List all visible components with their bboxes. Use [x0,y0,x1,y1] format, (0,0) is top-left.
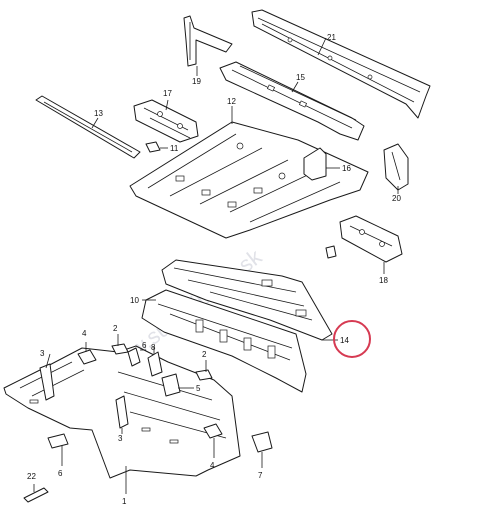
callout-1[interactable]: 1 [122,497,127,506]
callout-14[interactable]: 14 [340,336,349,345]
part-19-bracket[interactable] [183,15,233,67]
callout-18[interactable]: 18 [379,276,388,285]
callout-19[interactable]: 19 [192,77,201,86]
callout-12[interactable]: 12 [227,97,236,106]
part-20-side-panel[interactable] [383,143,409,191]
callout-20[interactable]: 20 [392,194,401,203]
part-6-upper-clip[interactable] [127,347,141,367]
callout-8[interactable]: 8 [151,343,156,352]
callout-2b[interactable]: 2 [202,350,207,359]
callout-3b[interactable]: 3 [118,434,123,443]
callout-6a[interactable]: 6 [142,341,147,350]
part-16-bracket[interactable] [303,147,327,181]
part-18-bracket-assembly[interactable] [339,215,403,263]
part-3-center-reinforcement[interactable] [115,395,129,429]
callout-17[interactable]: 17 [163,89,172,98]
part-12-rear-floor-panel[interactable] [129,121,369,239]
part-6-lower-clip[interactable] [47,433,69,449]
part-2-right-plate[interactable] [195,369,213,381]
part-11-clip[interactable] [145,141,161,153]
part-17-bracket-assembly[interactable] [133,99,199,143]
callout-4b[interactable]: 4 [210,461,215,470]
callout-15[interactable]: 15 [296,73,305,82]
callout-5[interactable]: 5 [196,384,201,393]
callout-3a[interactable]: 3 [40,349,45,358]
callout-11[interactable]: 11 [170,144,179,153]
highlight-circle [333,320,371,358]
callout-22[interactable]: 22 [27,472,36,481]
callout-21[interactable]: 21 [327,33,336,42]
callout-13[interactable]: 13 [94,109,103,118]
part-8-bracket[interactable] [147,351,163,377]
part-4-right-bracket[interactable] [203,423,223,439]
callout-4a[interactable]: 4 [82,329,87,338]
part-22-trim[interactable] [23,487,49,503]
callout-7[interactable]: 7 [258,471,263,480]
part-5-support[interactable] [161,373,181,397]
part-nut[interactable] [325,245,337,259]
part-10-front-cross-member[interactable] [141,289,307,393]
callout-6b[interactable]: 6 [58,469,63,478]
part-13-rail[interactable] [35,95,141,159]
callout-10[interactable]: 10 [130,296,139,305]
part-21-rear-cross-member[interactable] [251,9,431,119]
callout-2a[interactable]: 2 [113,324,118,333]
part-7-bracket[interactable] [251,431,273,453]
part-15-rear-floor-cross-member[interactable] [219,61,365,141]
callout-16[interactable]: 16 [342,164,351,173]
